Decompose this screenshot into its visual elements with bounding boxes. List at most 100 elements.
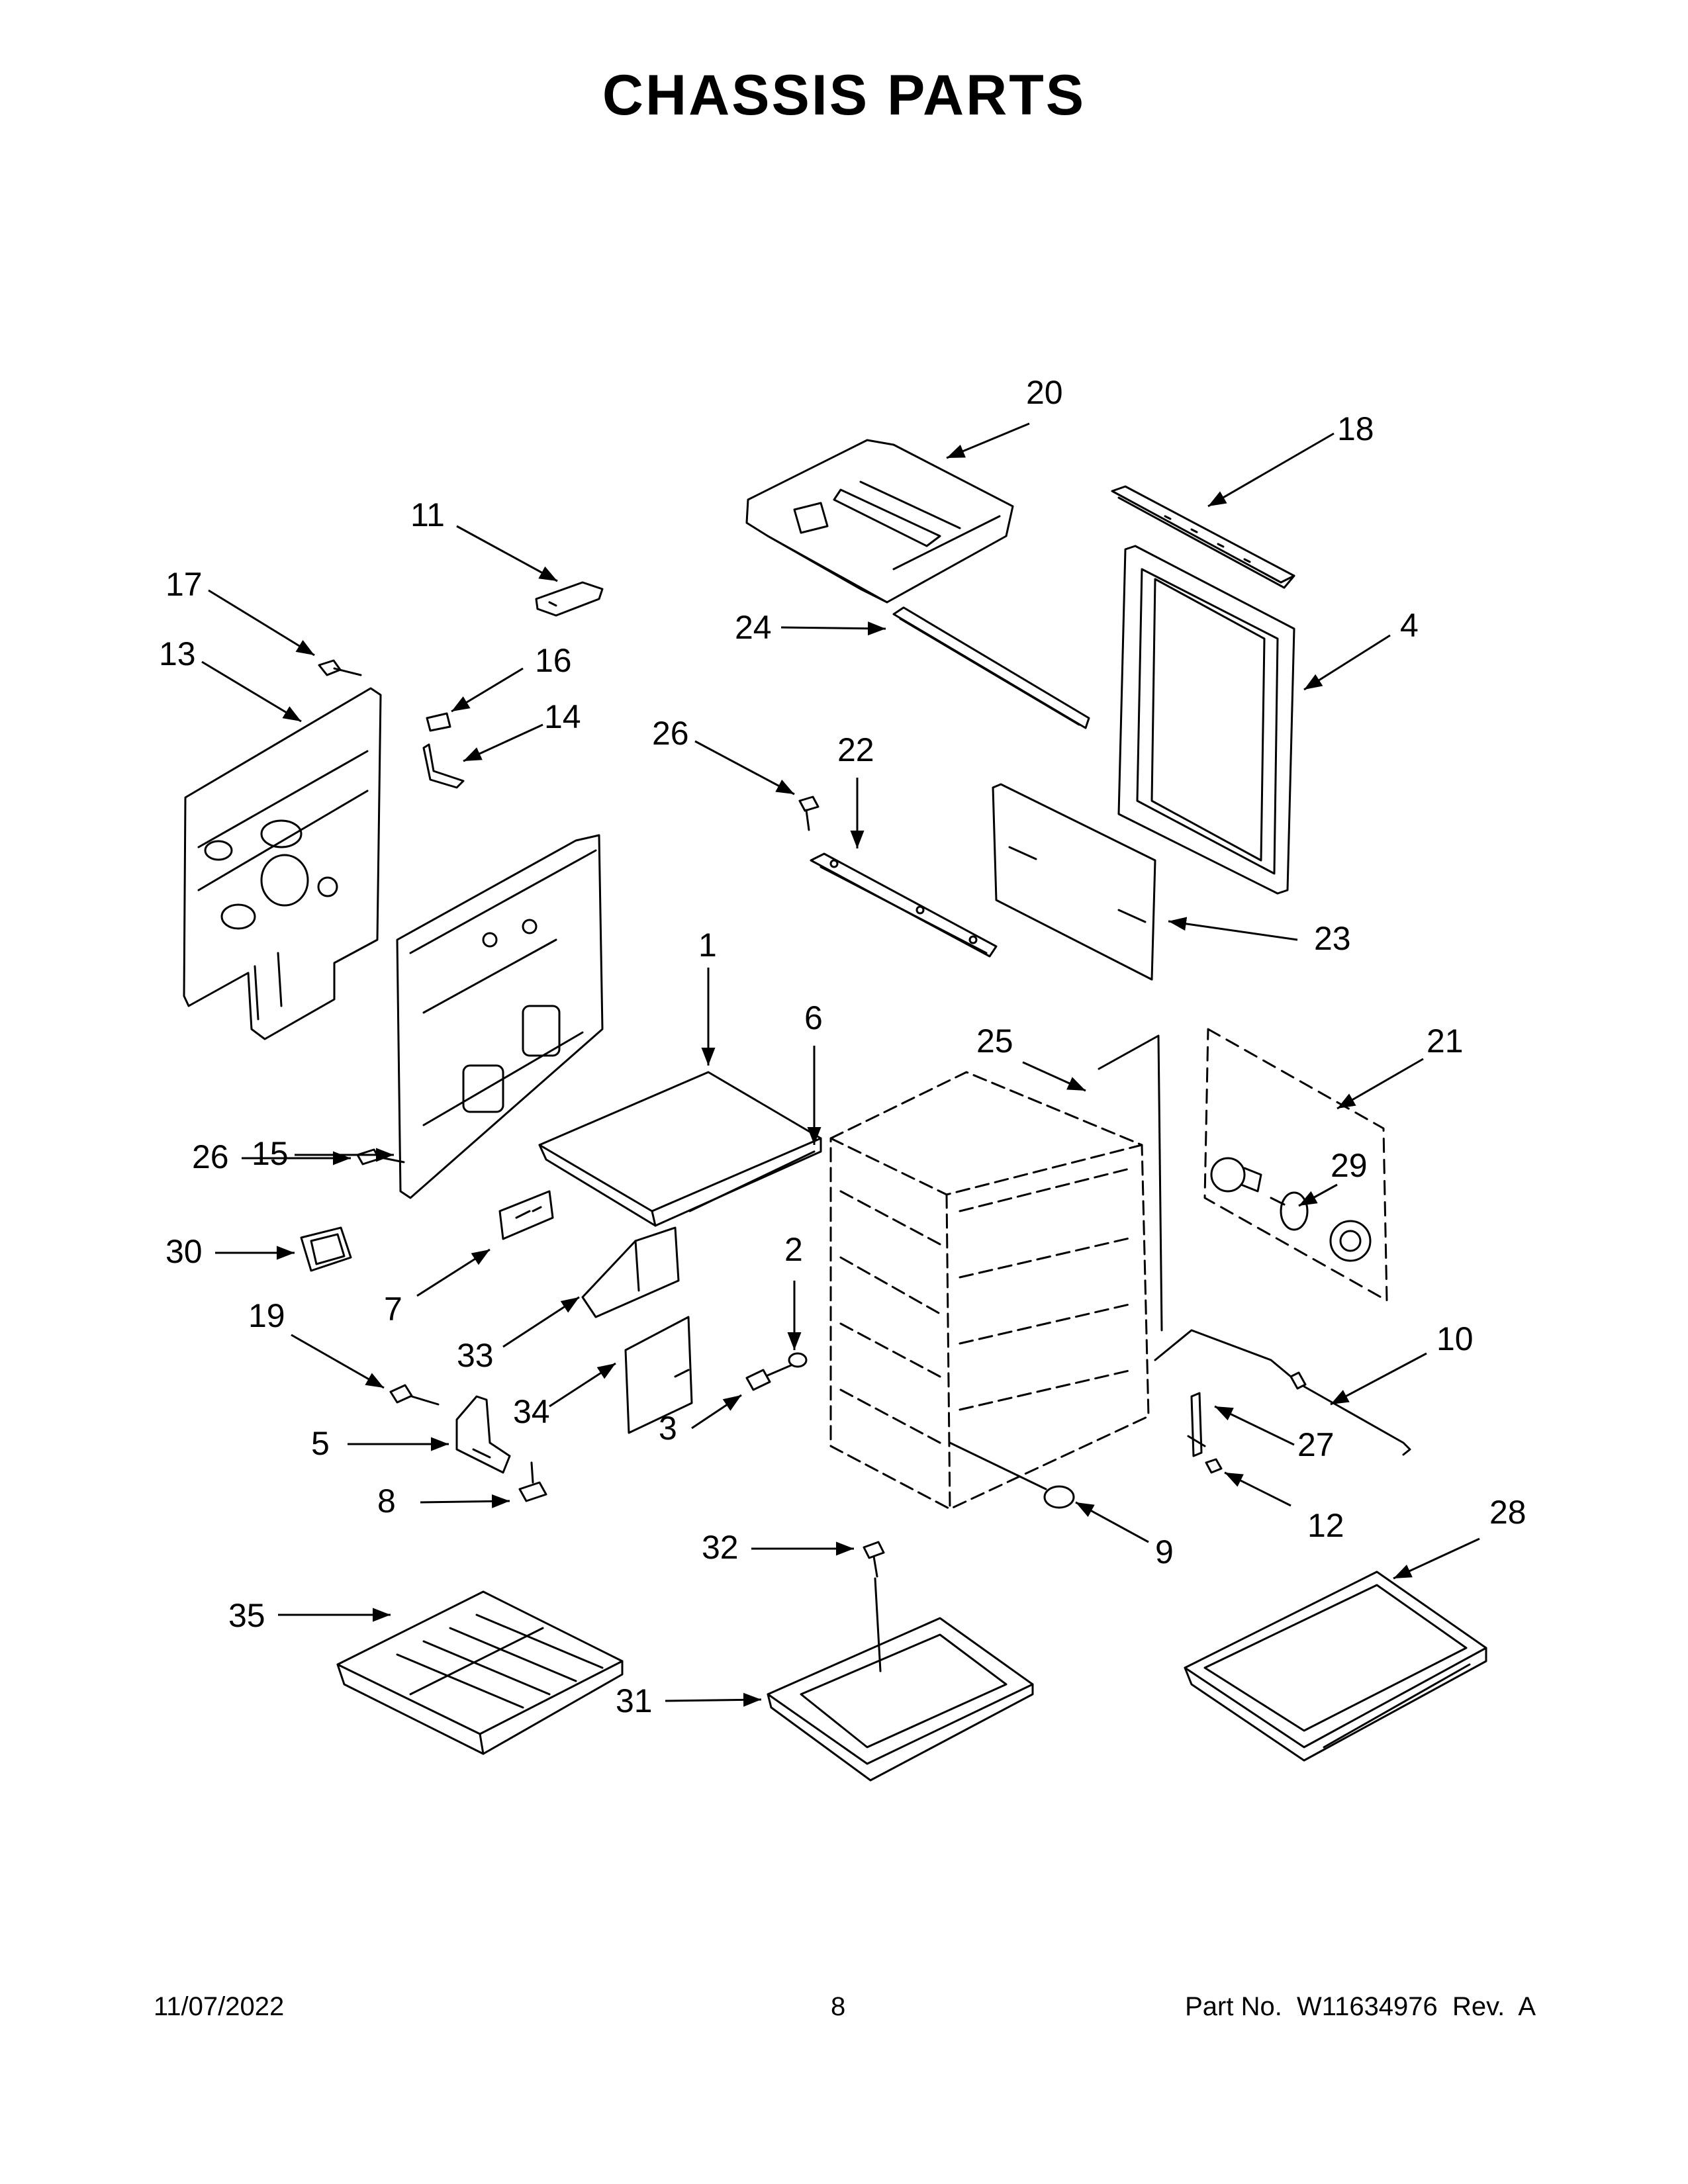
arrow-16 xyxy=(451,667,524,713)
callout-7: 7 xyxy=(384,1291,402,1328)
part-2-washer xyxy=(788,1352,808,1368)
part-21-light-kit-box xyxy=(1203,1028,1388,1302)
callout-22: 22 xyxy=(837,731,874,768)
arrow-31 xyxy=(665,1692,762,1707)
arrow-20 xyxy=(946,422,1030,459)
part-7-bracket xyxy=(498,1190,554,1240)
callout-32: 32 xyxy=(702,1529,739,1566)
footer-date: 11/07/2022 xyxy=(154,1992,285,2021)
page-title: CHASSIS PARTS xyxy=(602,64,1086,127)
callout-26-bottom: 26 xyxy=(192,1138,229,1175)
part-4-frame xyxy=(1117,545,1295,895)
callout-8: 8 xyxy=(377,1482,396,1520)
part-28-lid xyxy=(1184,1570,1487,1762)
part-35-rack xyxy=(336,1590,624,1755)
part-33-bracket xyxy=(581,1226,680,1318)
arrow-10 xyxy=(1330,1352,1427,1406)
part-17-screw xyxy=(318,659,362,676)
part-6-rod xyxy=(688,1150,816,1212)
callout-6: 6 xyxy=(804,999,823,1036)
part-27-bracket xyxy=(1187,1392,1206,1457)
callout-14: 14 xyxy=(544,698,581,735)
part-16-clip xyxy=(426,712,451,732)
part-8-leg xyxy=(518,1461,547,1502)
arrow-13 xyxy=(201,660,302,723)
part-19-screw xyxy=(389,1384,440,1406)
footer-part-number: Part No. W11634976 Rev. A xyxy=(1185,1992,1536,2021)
part-31-pan xyxy=(767,1617,1034,1782)
part-29-bulb xyxy=(1210,1157,1372,1262)
callout-33: 33 xyxy=(457,1337,494,1374)
arrow-26-top xyxy=(694,740,795,796)
part-23-panel xyxy=(992,783,1156,981)
callout-15: 15 xyxy=(252,1135,289,1172)
part-20-top-panel xyxy=(745,439,1014,604)
callout-18: 18 xyxy=(1337,410,1374,447)
part-25-leader-line xyxy=(1098,1034,1163,1332)
arrow-17 xyxy=(208,589,315,657)
callout-30: 30 xyxy=(165,1233,203,1270)
callout-13: 13 xyxy=(159,635,196,672)
callout-27: 27 xyxy=(1297,1426,1335,1463)
callout-2: 2 xyxy=(784,1231,803,1268)
callout-11: 11 xyxy=(410,496,445,533)
callout-4: 4 xyxy=(1400,607,1419,644)
arrow-25 xyxy=(1022,1061,1086,1092)
footer-page-number: 8 xyxy=(831,1992,846,2021)
arrow-12 xyxy=(1224,1471,1291,1507)
part-5-bracket xyxy=(455,1395,511,1474)
arrow-11 xyxy=(456,525,558,582)
callout-25: 25 xyxy=(976,1023,1013,1060)
arrow-9 xyxy=(1075,1501,1149,1543)
part-12-screw xyxy=(1205,1458,1223,1474)
arrow-34 xyxy=(549,1362,616,1408)
callout-3: 3 xyxy=(659,1410,677,1447)
arrow-29 xyxy=(1298,1183,1338,1207)
part-22-bracket xyxy=(810,852,998,958)
callout-16: 16 xyxy=(535,642,572,679)
arrow-24 xyxy=(780,621,886,636)
arrow-27 xyxy=(1214,1405,1295,1446)
callout-28: 28 xyxy=(1489,1494,1526,1531)
part-32-screw xyxy=(863,1541,885,1672)
callout-26-top: 26 xyxy=(652,715,689,752)
callout-23: 23 xyxy=(1314,920,1351,957)
part-30-box xyxy=(300,1226,352,1272)
callout-17: 17 xyxy=(165,566,203,603)
part-14-clip xyxy=(422,743,465,789)
part-18-trim xyxy=(1111,485,1295,589)
arrow-23 xyxy=(1168,917,1298,941)
part-11-bracket xyxy=(535,581,604,617)
callout-34: 34 xyxy=(513,1393,550,1430)
callout-10: 10 xyxy=(1436,1320,1474,1357)
arrow-7 xyxy=(416,1248,491,1297)
part-24-rail xyxy=(892,606,1090,729)
arrow-14 xyxy=(463,723,543,762)
callout-20: 20 xyxy=(1026,374,1063,411)
arrow-19 xyxy=(291,1334,385,1389)
callout-29: 29 xyxy=(1331,1147,1368,1184)
callout-1: 1 xyxy=(698,927,717,964)
arrow-28 xyxy=(1393,1537,1480,1580)
arrow-4 xyxy=(1303,634,1391,691)
callout-24: 24 xyxy=(735,609,772,646)
part-13-panel xyxy=(183,687,382,1040)
part-9-plug xyxy=(949,1441,1075,1509)
callout-35: 35 xyxy=(228,1597,265,1634)
callout-19: 19 xyxy=(248,1297,285,1334)
part-1-tray xyxy=(538,1071,822,1227)
part-34-plate xyxy=(624,1316,693,1434)
callout-5: 5 xyxy=(311,1425,330,1462)
arrow-21 xyxy=(1336,1058,1424,1110)
callout-31: 31 xyxy=(616,1682,653,1719)
arrow-18 xyxy=(1207,432,1335,508)
arrow-8 xyxy=(420,1494,510,1508)
part-26-screw-upper xyxy=(798,796,820,831)
arrow-33 xyxy=(502,1296,580,1348)
part-3-screw xyxy=(745,1364,792,1391)
arrow-3 xyxy=(691,1394,742,1430)
part-10-sensor xyxy=(1154,1329,1411,1456)
callout-21: 21 xyxy=(1427,1023,1464,1060)
part-15-side-panel xyxy=(396,834,604,1199)
